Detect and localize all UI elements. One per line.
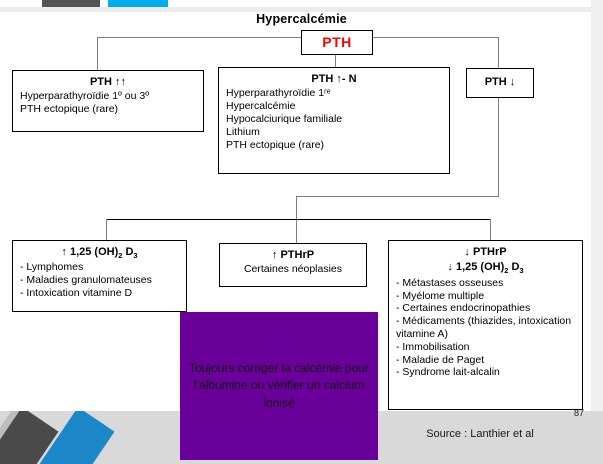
page-title: Hypercalcémie [256, 12, 347, 26]
node-pth-down[interactable]: PTH ↓ [466, 68, 534, 98]
node-pthrp-down-line-3: - Certaines endocrinopathies [396, 302, 531, 315]
node-pth-up-normal-line-2: Hypercalcémie [226, 100, 296, 113]
footer-stripes-graphic [0, 411, 200, 464]
connector-drop-vitamin-d [106, 219, 108, 241]
node-pth-root-label: PTH [322, 33, 352, 50]
node-pth-up-double-line-1: Hyperparathyroïdie 1º ou 3º [20, 90, 150, 103]
source-citation: Source : Lanthier et al [426, 428, 534, 440]
node-pthrp-up-line-1: Certaines néoplasies [243, 263, 343, 276]
node-pthrp-down-line-4: - Médicaments (thiazides, intoxication v… [396, 315, 572, 340]
node-pth-down-header: PTH ↓ [484, 76, 516, 89]
node-vitamin-d-line-2: - Maladies granulomateuses [20, 274, 152, 287]
connector-drop-pth-up-double [97, 37, 99, 70]
page-number: 87 [574, 408, 585, 418]
connector-pth-down-elbow [296, 196, 499, 198]
callout-box[interactable]: Toujours corriger la calcémie pour l’alb… [180, 312, 378, 460]
node-vitamin-d-line-3: - Intoxication vitamine D [20, 286, 133, 299]
connector-pth-down-stem [498, 98, 500, 196]
node-pthrp-up-header: ↑ PTHrP [271, 249, 315, 261]
node-pthrp-down-header: ↓ PTHrP [464, 246, 507, 258]
node-vitamin-d-line-1: - Lymphomes [20, 261, 84, 274]
node-pth-up-double[interactable]: PTH ↑↑ Hyperparathyroïdie 1º ou 3º PTH e… [12, 70, 204, 132]
node-pth-up-normal-line-5: PTH ectopique (rare) [226, 138, 325, 151]
node-pthrp-down-line-6: - Maladie de Paget [396, 353, 485, 366]
right-margin-strip [591, 0, 603, 464]
node-pth-up-normal[interactable]: PTH ↑- N Hyperparathyroïdie 1ʳᵉ Hypercal… [218, 67, 450, 174]
node-pthrp-down-line-1: - Métastases osseuses [396, 276, 504, 289]
top-accent-bar-dark [42, 0, 100, 7]
node-pthrp-down[interactable]: ↓ PTHrP ↓ 1,25 (OH)2 D3 - Métastases oss… [388, 240, 583, 410]
connector-top-right-horizontal [372, 37, 499, 39]
node-pth-up-double-header: PTH ↑↑ [89, 76, 127, 88]
node-pthrp-down-line-5: - Immobilisation [396, 340, 470, 353]
connector-top-left-horizontal [97, 37, 302, 39]
connector-drop-pth-down [498, 37, 500, 68]
connector-bottom-tier-bar [106, 219, 491, 221]
connector-drop-pth-up-normal [335, 55, 337, 67]
node-pth-up-normal-line-4: Lithium [226, 125, 260, 138]
connector-drop-pthrp-down [490, 219, 492, 241]
node-pth-root[interactable]: PTH [301, 30, 373, 55]
node-vitamin-d[interactable]: ↑ 1,25 (OH)2 D3 - Lymphomes - Maladies g… [12, 240, 187, 312]
node-pth-up-normal-line-1: Hyperparathyroïdie 1ʳᵉ [226, 87, 331, 100]
node-vitamin-d-header: ↑ 1,25 (OH)2 D3 [61, 246, 138, 261]
top-accent-bar-cyan [108, 0, 168, 7]
node-pth-up-double-line-2: PTH ectopique (rare) [20, 103, 119, 116]
node-pth-up-normal-line-3: Hypocalciurique familiale [226, 113, 343, 125]
node-pthrp-down-line-7: - Syndrome lait-alcalin [396, 366, 500, 379]
top-divider-strip [0, 7, 603, 12]
node-pthrp-down-header-2: ↓ 1,25 (OH)2 D3 [447, 261, 524, 276]
node-pth-up-normal-header: PTH ↑- N [311, 73, 357, 85]
callout-text: Toujours corriger la calcémie pour l’alb… [188, 360, 370, 410]
node-pthrp-up[interactable]: ↑ PTHrP Certaines néoplasies [219, 243, 367, 287]
node-pthrp-down-line-2: - Myélome multiple [396, 289, 485, 302]
